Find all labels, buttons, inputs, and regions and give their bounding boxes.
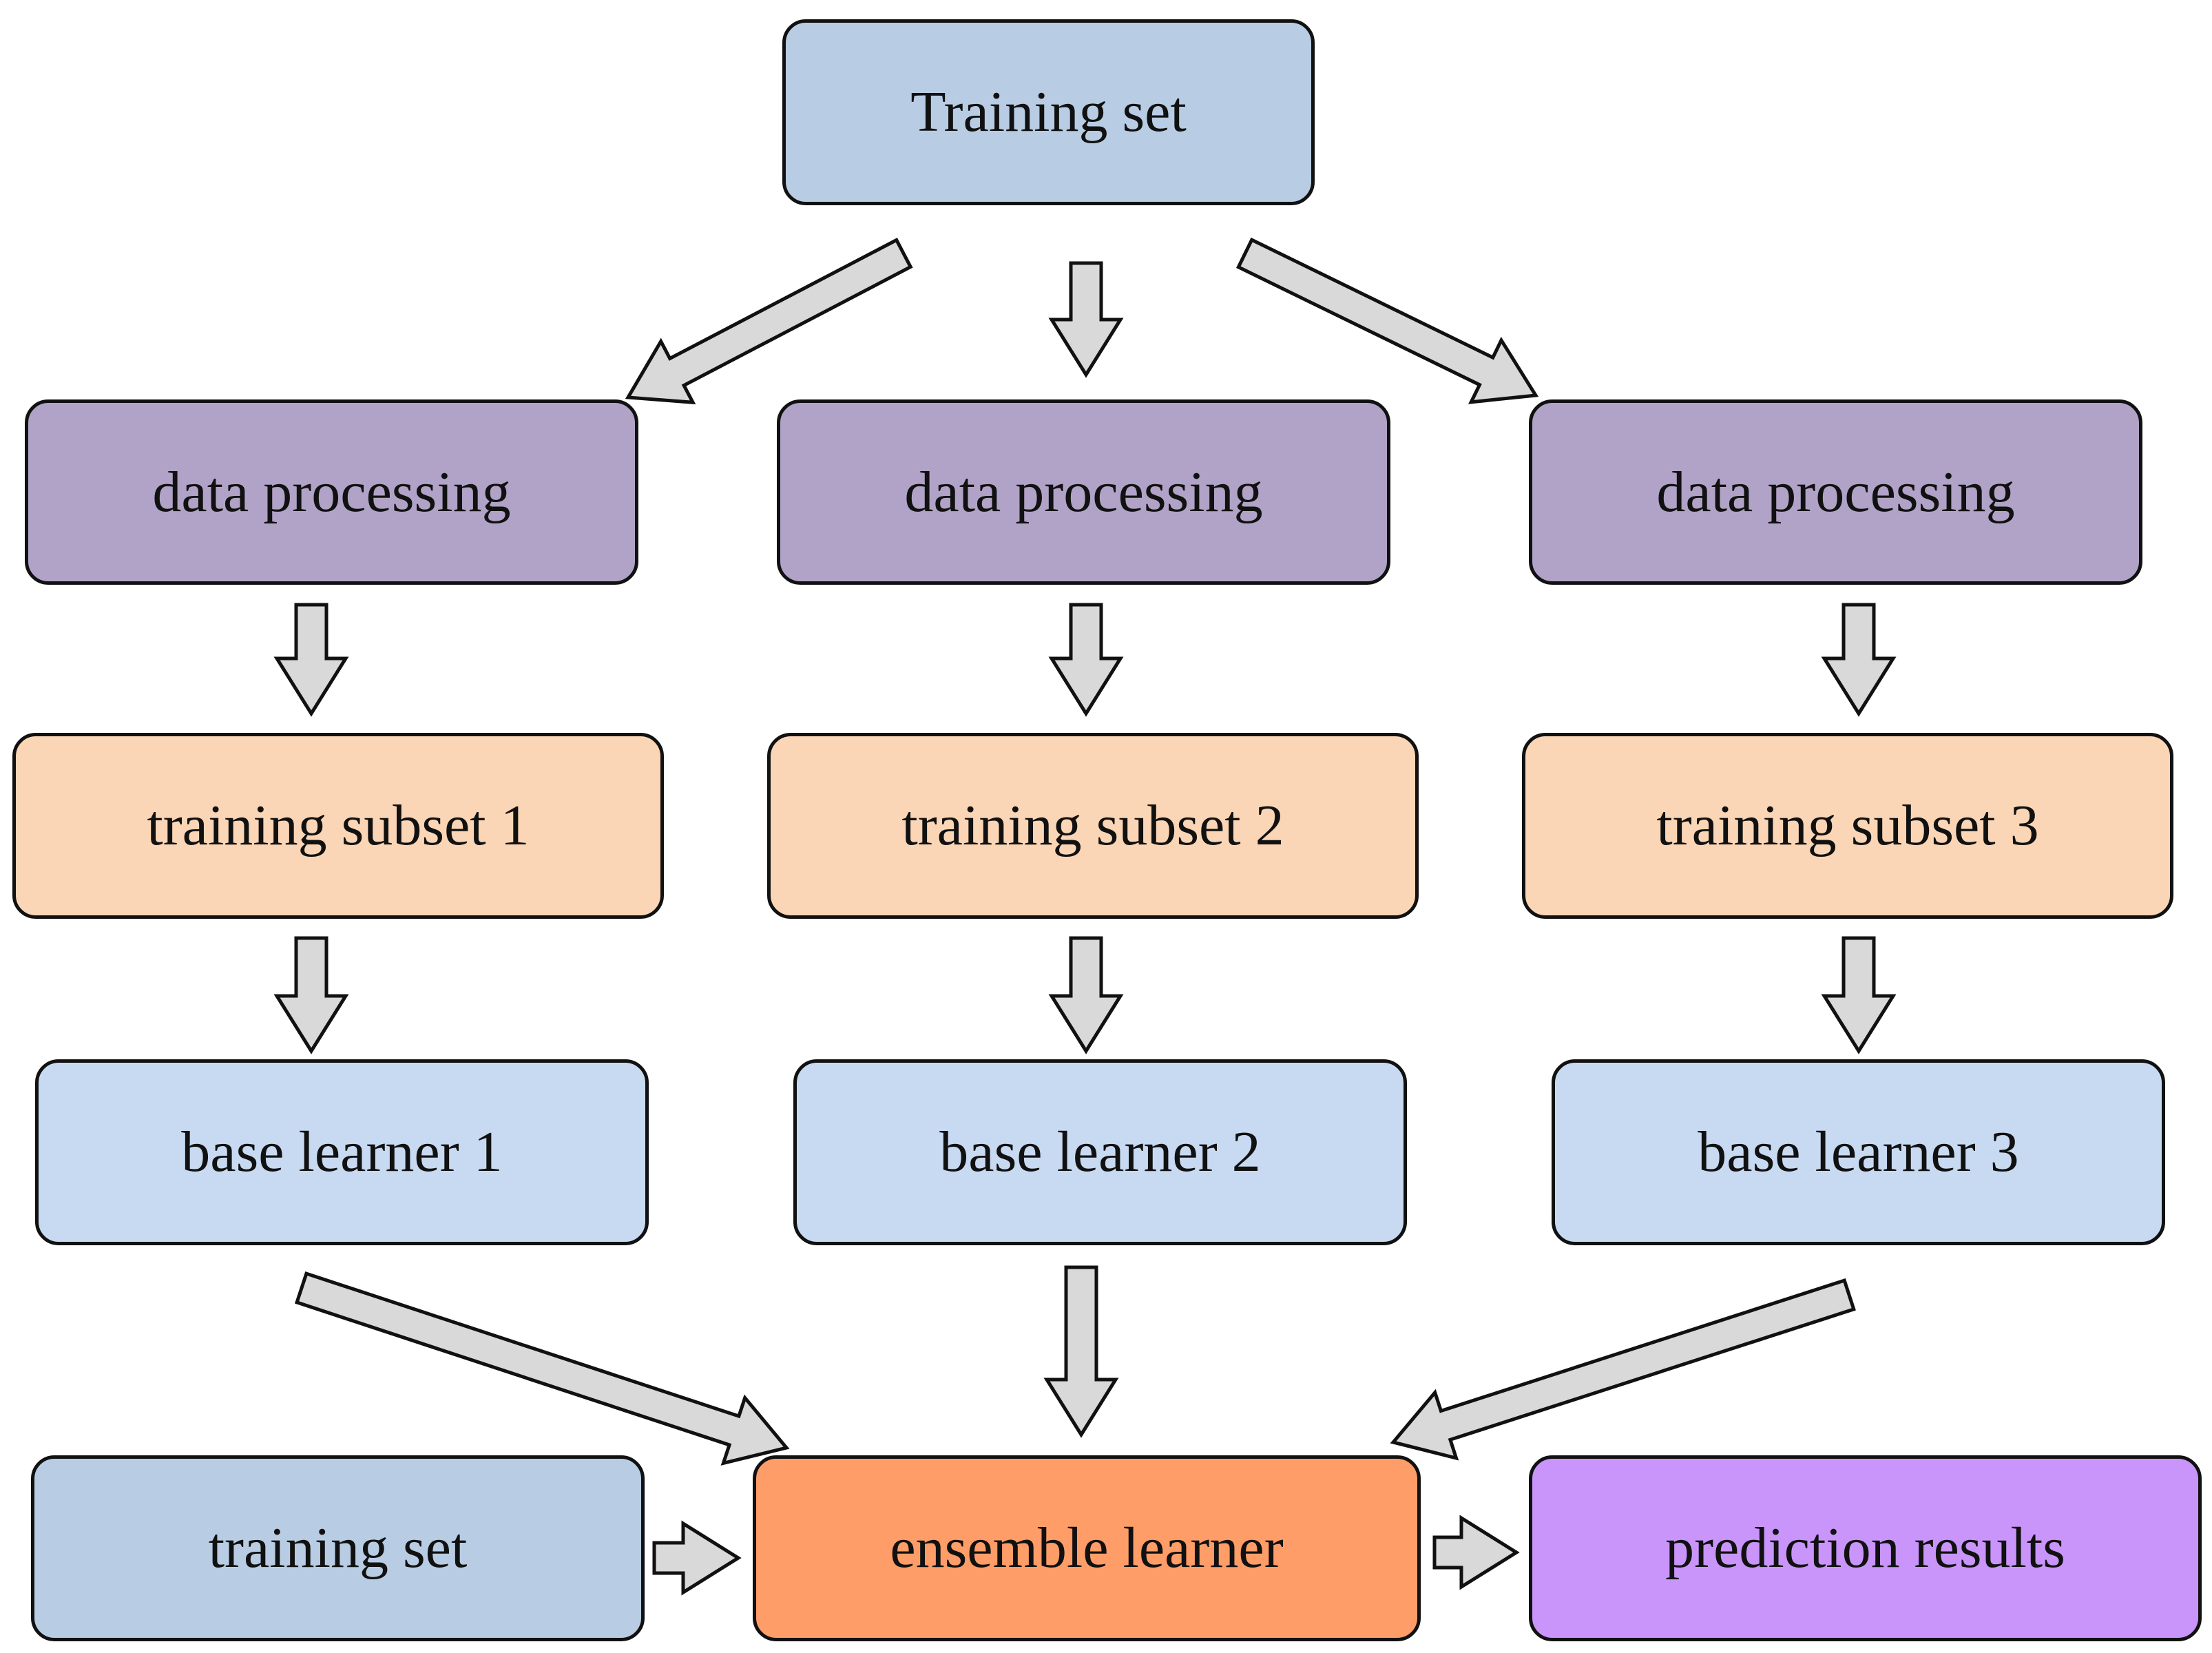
arrow-base-learner-1-to-ensemble-learner bbox=[294, 1271, 790, 1466]
node-base-learner-1-label: base learner 1 bbox=[181, 1120, 503, 1184]
node-prediction-results: prediction results bbox=[1529, 1455, 2202, 1641]
arrow-training-subset-2-to-base-learner-2 bbox=[1048, 936, 1124, 1054]
arrow-base-learner-3-to-ensemble-learner bbox=[1390, 1278, 1856, 1461]
node-data-processing-2-label: data processing bbox=[904, 459, 1263, 524]
node-ensemble-learner-label: ensemble learner bbox=[890, 1516, 1284, 1580]
node-base-learner-2: base learner 2 bbox=[793, 1059, 1407, 1245]
node-base-learner-3: base learner 3 bbox=[1552, 1059, 2165, 1245]
node-data-processing-3: data processing bbox=[1529, 399, 2142, 585]
node-training-set: training set bbox=[31, 1455, 645, 1641]
node-top-training-set-label: Training set bbox=[910, 80, 1187, 144]
node-base-learner-1: base learner 1 bbox=[35, 1059, 649, 1245]
node-base-learner-2-label: base learner 2 bbox=[939, 1120, 1261, 1184]
arrow-training-set-to-data-processing-3 bbox=[1235, 237, 1539, 404]
node-training-subset-1: training subset 1 bbox=[12, 733, 664, 919]
node-training-subset-3-label: training subset 3 bbox=[1656, 793, 2039, 857]
arrow-training-set-to-data-processing-1 bbox=[625, 238, 913, 405]
node-data-processing-3-label: data processing bbox=[1656, 459, 2015, 524]
node-prediction-results-label: prediction results bbox=[1665, 1516, 2065, 1580]
node-data-processing-1: data processing bbox=[25, 399, 638, 585]
node-training-subset-2-label: training subset 2 bbox=[901, 793, 1284, 857]
arrow-ensemble-learner-to-prediction-results bbox=[1432, 1515, 1520, 1590]
node-training-subset-1-label: training subset 1 bbox=[147, 793, 530, 857]
node-data-processing-1-label: data processing bbox=[152, 459, 511, 524]
node-ensemble-learner: ensemble learner bbox=[753, 1455, 1421, 1641]
node-base-learner-3-label: base learner 3 bbox=[1698, 1120, 2019, 1184]
arrow-data-processing-1-to-training-subset-1 bbox=[273, 603, 349, 717]
arrow-training-set-to-data-processing-2 bbox=[1048, 261, 1124, 378]
node-training-subset-3: training subset 3 bbox=[1522, 733, 2173, 919]
node-training-subset-2: training subset 2 bbox=[767, 733, 1419, 919]
arrow-training-set-to-ensemble-learner bbox=[652, 1520, 742, 1596]
arrow-base-learner-2-to-ensemble-learner bbox=[1043, 1265, 1119, 1438]
node-data-processing-2: data processing bbox=[777, 399, 1390, 585]
node-training-set-label: training set bbox=[208, 1516, 468, 1580]
node-top-training-set: Training set bbox=[782, 19, 1315, 205]
arrow-data-processing-3-to-training-subset-3 bbox=[1821, 603, 1897, 717]
arrow-data-processing-2-to-training-subset-2 bbox=[1048, 603, 1124, 717]
arrow-training-subset-1-to-base-learner-1 bbox=[273, 936, 349, 1054]
arrow-training-subset-3-to-base-learner-3 bbox=[1821, 936, 1897, 1054]
